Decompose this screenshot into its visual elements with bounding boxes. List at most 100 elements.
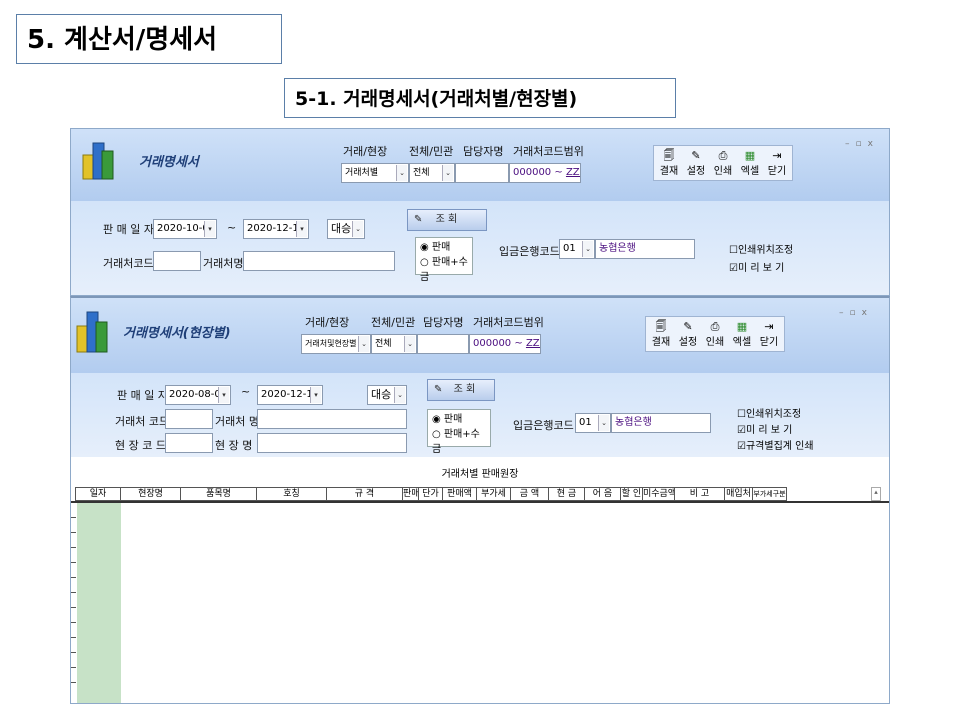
scroll-up-icon[interactable]: ▴ <box>871 487 881 501</box>
approve-button[interactable]: 🗐결재 <box>655 147 683 181</box>
bank-name-field: 농협은행 <box>611 413 711 433</box>
column-header[interactable]: 어 음 <box>585 487 621 501</box>
scope-label: 전체/민관 <box>371 316 416 329</box>
column-header[interactable]: 판매액 <box>443 487 477 501</box>
print-button[interactable]: ⎙인쇄 <box>701 318 729 352</box>
column-header[interactable]: 비 고 <box>675 487 725 501</box>
minimize-icon[interactable]: – <box>845 139 856 149</box>
chevron-down-icon: ⌄ <box>396 165 407 181</box>
type-select[interactable]: 거래처및현장별⌄ <box>301 334 371 354</box>
query-button[interactable]: ✎ 조 회 <box>427 379 495 401</box>
radio-sale[interactable]: ◉ 판매 <box>432 414 463 425</box>
column-header[interactable]: 호칭 <box>257 487 327 501</box>
spec-summary-checkbox[interactable]: ☑규격별집계 인쇄 <box>737 441 814 452</box>
excel-button[interactable]: ▦엑셀 <box>728 318 756 352</box>
close-icon[interactable]: x <box>867 139 879 149</box>
manager-label: 담당자명 <box>463 145 504 158</box>
excel-icon: ▦ <box>744 149 756 162</box>
manager-input[interactable] <box>417 334 469 354</box>
client-name-input[interactable] <box>257 409 407 429</box>
scope-select[interactable]: 전체⌄ <box>409 163 455 183</box>
minimize-icon[interactable]: – <box>839 308 850 318</box>
approve-button[interactable]: 🗐결재 <box>647 318 675 352</box>
scope-select[interactable]: 전체⌄ <box>371 334 417 354</box>
date-from-input[interactable]: 2020-08-04▾ <box>165 385 231 405</box>
radio-sale-collect[interactable]: ○ 판매+수금 <box>432 429 480 455</box>
close-button[interactable]: ⇥닫기 <box>755 318 783 352</box>
bank-label: 입금은행코드 <box>513 419 574 432</box>
excel-button[interactable]: ▦엑셀 <box>736 147 764 181</box>
date-column-cells[interactable] <box>77 503 121 703</box>
column-header[interactable]: 부가세 <box>477 487 511 501</box>
chevron-down-icon: ⌄ <box>442 165 453 181</box>
chevron-down-icon: ⌄ <box>358 336 369 352</box>
maximize-icon[interactable]: ▫ <box>849 308 862 318</box>
bank-code-select[interactable]: 01⌄ <box>559 239 595 259</box>
column-header[interactable]: 규 격 <box>327 487 403 501</box>
client-code-input[interactable] <box>153 251 201 271</box>
column-header[interactable]: 일자 <box>75 487 121 501</box>
excel-icon: ▦ <box>736 320 748 333</box>
column-header[interactable]: 부가세구분 <box>753 487 787 501</box>
window-title: 거래명세서 <box>139 155 199 170</box>
print-button[interactable]: ⎙인쇄 <box>709 147 737 181</box>
query-button[interactable]: ✎ 조 회 <box>407 209 487 231</box>
column-header[interactable]: 단가 <box>419 487 443 501</box>
row-marker <box>71 517 76 518</box>
radio-sale[interactable]: ◉ 판매 <box>420 242 451 253</box>
column-header[interactable]: 현 금 <box>549 487 585 501</box>
client-name-label: 거래처 명 <box>215 415 259 428</box>
preview-checkbox[interactable]: ☑미 리 보 기 <box>737 425 793 436</box>
row-marker <box>71 562 76 563</box>
code-range-input[interactable]: 000000 ~ ZZZZZZ <box>469 334 541 354</box>
date-to-input[interactable]: 2020-12-10▾ <box>243 219 309 239</box>
maximize-icon[interactable]: ▫ <box>855 139 868 149</box>
bank-label: 입금은행코드 <box>499 245 560 258</box>
column-header[interactable]: 미수금액 <box>643 487 675 501</box>
column-header[interactable]: 금 액 <box>511 487 549 501</box>
bank-code-select[interactable]: 01⌄ <box>575 413 611 433</box>
print-position-checkbox[interactable]: ☐인쇄위치조정 <box>737 409 802 420</box>
site-code-input[interactable] <box>165 433 213 453</box>
chevron-down-icon: ▾ <box>204 221 215 237</box>
window-controls[interactable]: –▫x <box>845 139 879 149</box>
column-header[interactable]: 현장명 <box>121 487 181 501</box>
site-name-input[interactable] <box>257 433 407 453</box>
code-range-input[interactable]: 000000 ~ ZZZZZZ <box>509 163 581 183</box>
date-label: 판 매 일 자 <box>103 223 154 236</box>
toolbar <box>653 145 793 181</box>
preview-checkbox[interactable]: ☑미 리 보 기 <box>729 263 785 274</box>
row-marker <box>71 667 76 668</box>
column-header[interactable]: 매입처 <box>725 487 753 501</box>
site-name-label: 현 장 명 <box>215 439 253 452</box>
row-marker <box>71 652 76 653</box>
date-label: 판 매 일 자 <box>117 389 168 402</box>
column-header[interactable]: 판매 <box>403 487 419 501</box>
radio-sale-collect[interactable]: ○ 판매+수금 <box>420 257 468 283</box>
settings-button[interactable]: ✎설정 <box>674 318 702 352</box>
close-icon[interactable]: x <box>861 308 873 318</box>
settings-button[interactable]: ✎설정 <box>682 147 710 181</box>
close-button[interactable]: ⇥닫기 <box>763 147 791 181</box>
client-name-label: 거래처명 <box>203 257 244 270</box>
column-header[interactable]: 품목명 <box>181 487 257 501</box>
client-code-input[interactable] <box>165 409 213 429</box>
date-to-input[interactable]: 2020-12-10▾ <box>257 385 323 405</box>
printer-icon: ⎙ <box>710 320 720 333</box>
method-select[interactable]: 대승⌄ <box>327 219 365 239</box>
client-statement-window: 거래명세서 거래/현장 거래처별⌄ 전체/민관 전체⌄ 담당자명 거래처코드범위… <box>70 128 890 296</box>
type-select[interactable]: 거래처별⌄ <box>341 163 409 183</box>
client-name-input[interactable] <box>243 251 395 271</box>
row-marker <box>71 607 76 608</box>
sale-type-radio-group: ◉ 판매 ○ 판매+수금 <box>415 237 473 283</box>
method-select[interactable]: 대승⌄ <box>367 385 407 405</box>
window-controls[interactable]: –▫x <box>839 308 873 318</box>
search-form: 판 매 일 자 2020-10-01▾ ~ 2020-12-10▾ 대승⌄ ✎ … <box>71 201 889 295</box>
header-divider <box>71 501 889 503</box>
print-position-checkbox[interactable]: ☐인쇄위치조정 <box>729 245 794 256</box>
row-marker <box>71 622 76 623</box>
type-label: 거래/현장 <box>343 145 388 158</box>
date-from-input[interactable]: 2020-10-01▾ <box>153 219 217 239</box>
column-header[interactable]: 할 인 <box>621 487 643 501</box>
manager-input[interactable] <box>455 163 509 183</box>
